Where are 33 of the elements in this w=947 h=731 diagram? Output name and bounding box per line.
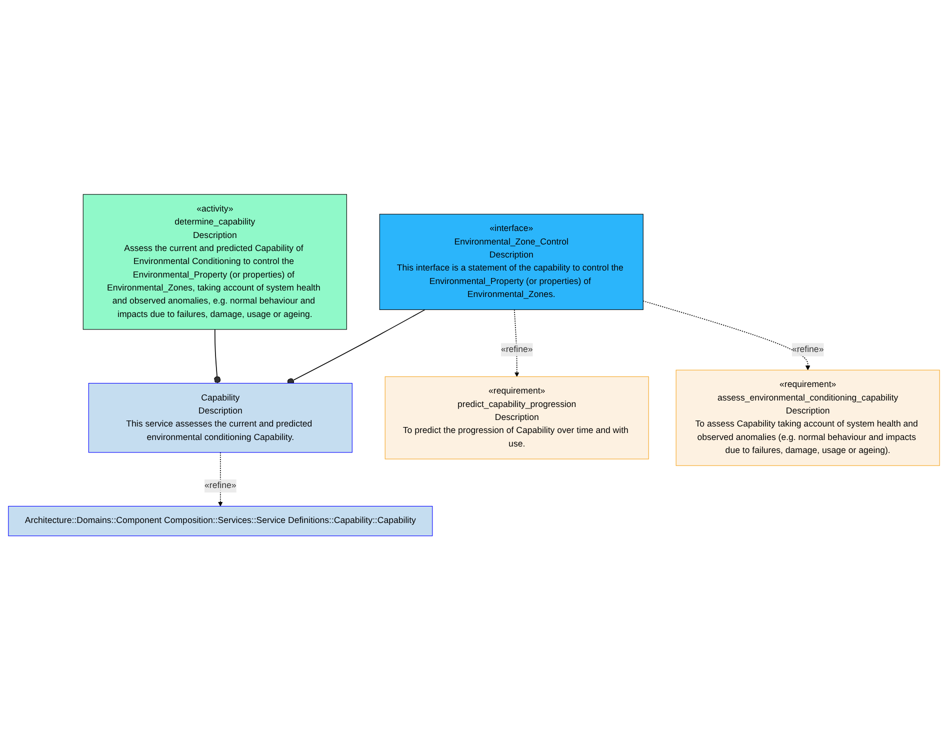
arrow [642, 300, 810, 371]
node-label: «requirement» [779, 380, 836, 390]
node-label: determine_capability [174, 218, 255, 228]
edge-label: «refine» [500, 344, 532, 357]
class-text: «activity» determine_capability Description Assess the current and predicted Capability of Environmental Conditioning to control the Environmental_Property (or properties) of Environmental_Zones, taking account of system health and observed anomalies, e.g. normal behaviour and impacts due to failures, damage, usage or ageing. [106, 204, 321, 322]
node-label: To predict the progression of Capability over time and with use. [402, 426, 628, 449]
class-text: «requirement» predict_capability_progression Description To predict the progression of Capability over time and with use. [401, 386, 629, 451]
class-text: Capability Description This service assesses the current and predicted environmental conditioning Capability. [124, 392, 313, 444]
class-box [378, 214, 643, 310]
node-label: predict_capability_progression [457, 400, 576, 410]
node-label: Assess the current and predicted Capability of Environmental Conditioning to control the Environmental_Property (or properties) of Environmental_Zones, taking account of system health and observed anomalies, e.g. normal behaviour and impacts due to failures, damage, usage or ageing. [106, 244, 320, 320]
node-label: To assess Capability taking account of system health and observed anomalies (e.g. normal behaviour and impacts due to failures, damage, usage or ageing). [694, 420, 918, 456]
arrow [513, 310, 519, 378]
class-box [384, 376, 648, 460]
node-label: Description [785, 406, 830, 416]
node-label: This interface is a statement of the capability to control the Environmental_Property (or properties) of Environmental_Zones. [396, 264, 623, 300]
node-label: Description [488, 250, 533, 260]
node-label: «requirement» [488, 386, 545, 396]
class-box [675, 370, 940, 466]
node-label: Environmental_Zone_Control [454, 238, 568, 247]
node-label: assess_environmental_conditioning_capability [717, 393, 898, 403]
edge-label: «refine» [204, 480, 236, 493]
class-box [82, 194, 346, 330]
class-text: Architecture::Domains::Component Composition::Services::Service Definitions::Capability::Capability [24, 515, 416, 528]
node-label: Description [494, 413, 538, 423]
node-label: «activity» [196, 204, 233, 214]
class-box [88, 383, 352, 454]
class-text: «interface» Environmental_Zone_Control Description This interface is a statement of the capability to control the Environmental_Property (or properties) of Environmental_Zones. [396, 223, 624, 302]
class-text: «requirement» assess_environmental_conditioning_capability Description To assess Capability taking account of system health and observed anomalies (e.g. normal behaviour and impacts due to failures, damage, usage or ageing). [694, 379, 918, 458]
node-label: Description [192, 230, 236, 240]
edge-label: «refine» [791, 344, 824, 357]
node-label: «interface» [489, 224, 533, 234]
class-box [8, 506, 432, 536]
